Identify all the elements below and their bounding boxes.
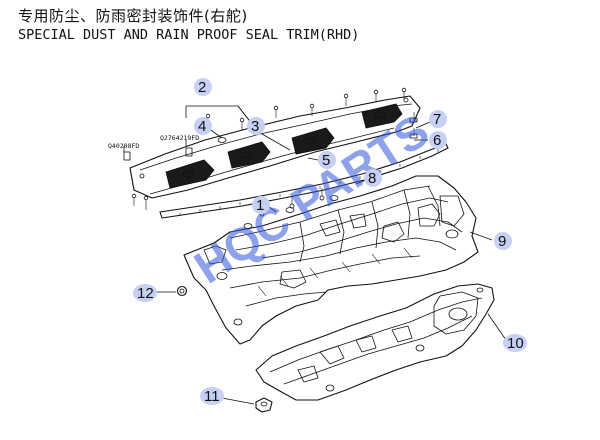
title-chinese: 专用防尘、防雨密封装饰件(右舵) — [18, 7, 248, 25]
callout-4: 4 — [198, 118, 206, 135]
leader-lines — [123, 105, 507, 405]
callout-5: 5 — [322, 152, 330, 169]
part-code-q2764219fd: Q2764219FD — [160, 134, 199, 142]
callout-9: 9 — [498, 233, 506, 250]
title-block: 专用防尘、防雨密封装饰件(右舵) SPECIAL DUST AND RAIN P… — [18, 6, 359, 44]
callout-12: 12 — [137, 285, 154, 302]
callout-6: 6 — [433, 132, 441, 149]
callout-1: 1 — [256, 197, 264, 214]
part-12-clip — [176, 285, 188, 297]
part-11-grommet — [255, 397, 273, 413]
title-english: SPECIAL DUST AND RAIN PROOF SEAL TRIM(RH… — [18, 27, 360, 43]
callout-7: 7 — [433, 111, 441, 128]
callout-numbers: 2 4 3 5 6 7 8 1 9 10 12 11 — [133, 78, 527, 405]
callout-8: 8 — [368, 170, 376, 187]
callout-2: 2 — [198, 79, 206, 96]
part-10-lower-insulator — [255, 283, 495, 401]
part-code-q40208fd: Q40208FD — [108, 142, 139, 150]
callout-10: 10 — [507, 335, 524, 352]
callout-11: 11 — [204, 388, 220, 405]
part-8-seal-strip — [159, 143, 449, 219]
callout-3: 3 — [251, 118, 259, 135]
part-9-dash-insulator — [183, 175, 479, 345]
fastener-clips — [123, 87, 418, 217]
part-3-cowl-panel — [129, 95, 421, 199]
